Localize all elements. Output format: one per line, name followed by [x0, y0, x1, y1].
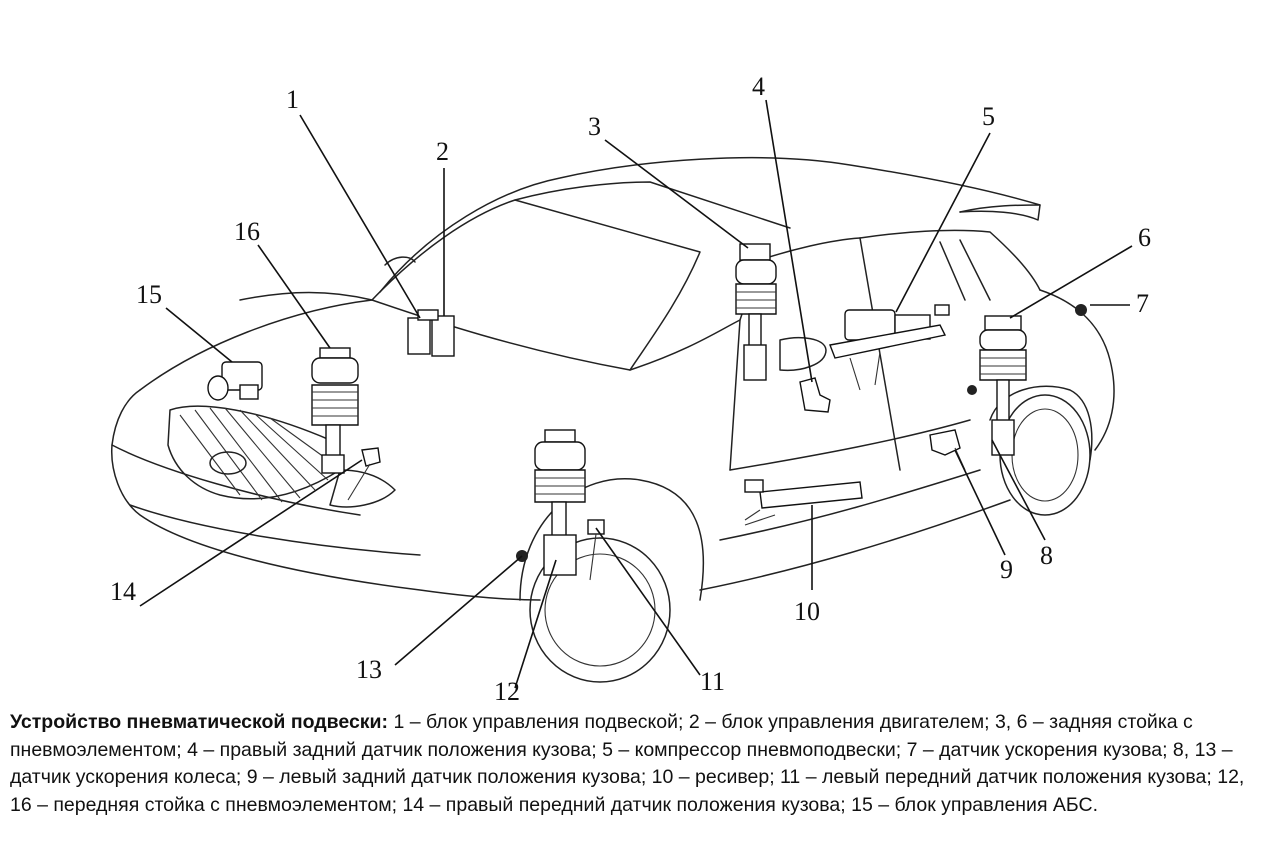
- label-9: 9: [1000, 555, 1013, 584]
- label-6: 6: [1138, 223, 1151, 252]
- receiver: [744, 479, 863, 526]
- label-11: 11: [700, 667, 725, 696]
- label-1: 1: [286, 85, 299, 114]
- diagram-caption: Устройство пневматической подвески: 1 – …: [10, 709, 1262, 819]
- front-left-height-sensor: [587, 519, 605, 581]
- abs-control-unit: [207, 361, 263, 401]
- label-14: 14: [110, 577, 136, 606]
- rear-left-air-strut: [979, 315, 1027, 456]
- label-4: 4: [752, 72, 765, 101]
- engine-control-unit: [407, 309, 455, 357]
- wheel-acceleration-sensor-rear-dot: [967, 385, 977, 395]
- suspension-diagram: 1 2 3 4 5 6 7 8 9 10 11 12 13 14 15 16: [110, 72, 1151, 700]
- label-8: 8: [1040, 541, 1053, 570]
- label-7: 7: [1136, 289, 1149, 318]
- label-3: 3: [588, 112, 601, 141]
- caption-title: Устройство пневматической подвески:: [10, 711, 389, 733]
- car-outline: [111, 156, 1115, 683]
- front-left-air-strut: [534, 429, 586, 576]
- label-10: 10: [794, 597, 820, 626]
- rear-right-height-sensor: [799, 377, 831, 413]
- label-5: 5: [982, 102, 995, 131]
- label-15: 15: [136, 280, 162, 309]
- label-16: 16: [234, 217, 260, 246]
- compressor: [829, 304, 950, 391]
- body-acceleration-sensor-dot: [1075, 304, 1087, 316]
- rear-right-air-strut: [735, 243, 777, 381]
- rear-left-height-sensor: [929, 429, 966, 471]
- front-right-air-strut: [311, 347, 359, 474]
- front-right-height-sensor: [347, 447, 381, 501]
- label-13: 13: [356, 655, 382, 684]
- caption-text: 1 – блок управления подвеской; 2 – блок …: [10, 711, 1245, 816]
- leader-lines: [139, 99, 1133, 689]
- label-12: 12: [494, 677, 520, 700]
- label-2: 2: [436, 137, 449, 166]
